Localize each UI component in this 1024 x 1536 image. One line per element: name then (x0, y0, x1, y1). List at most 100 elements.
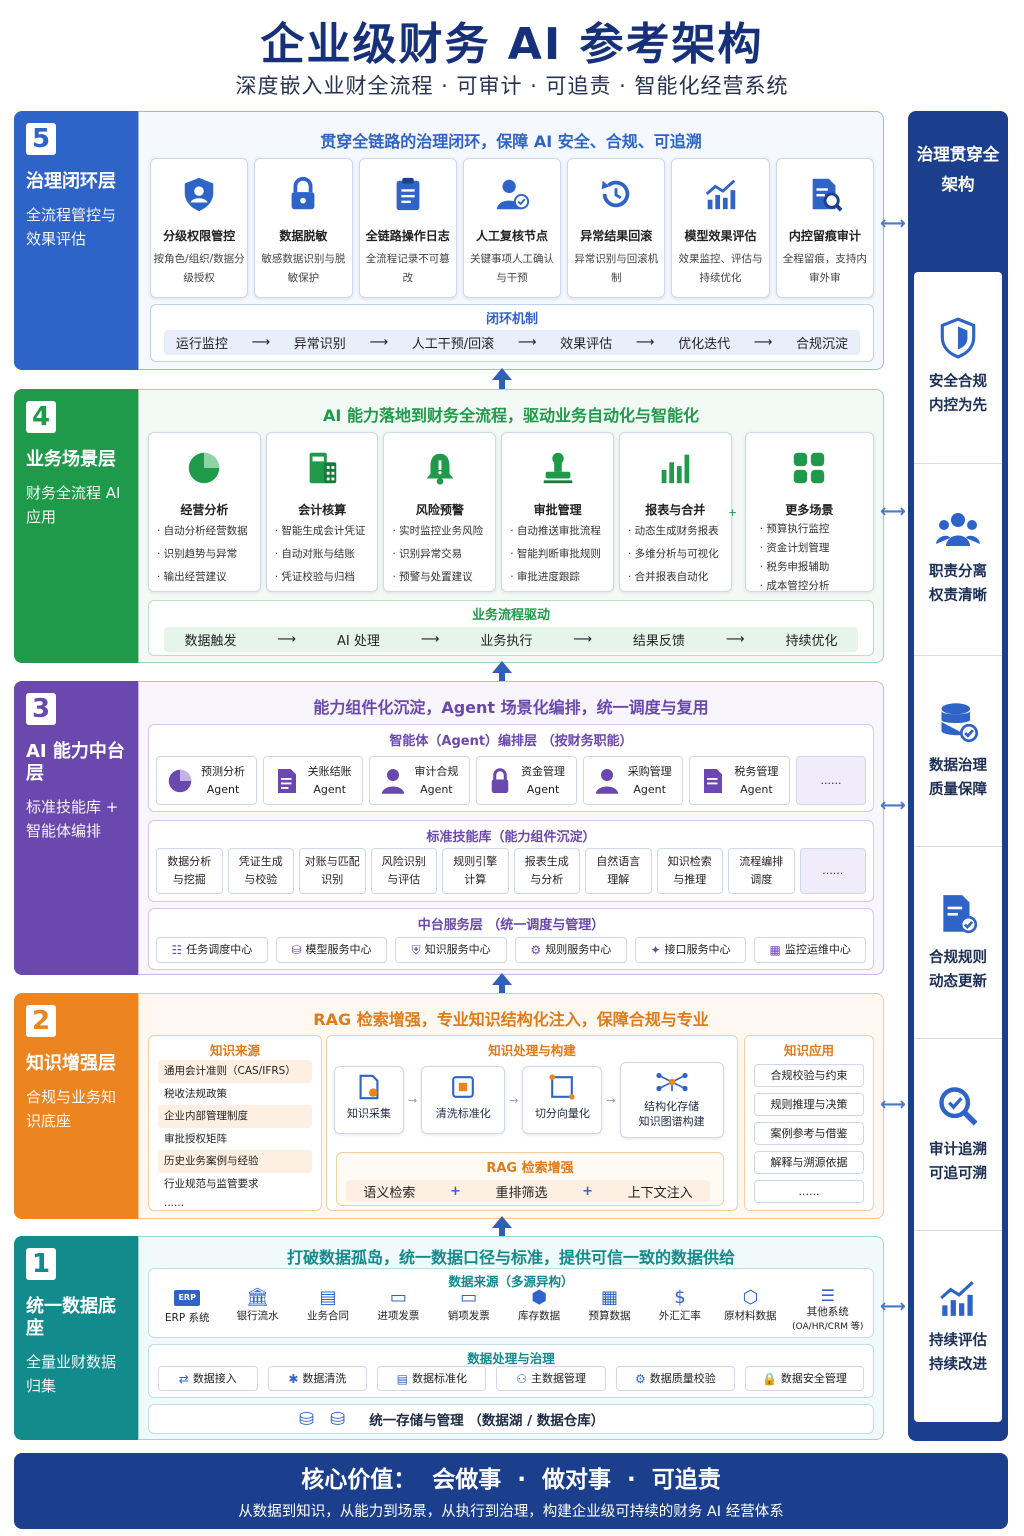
agent-suffix: Agent (740, 782, 773, 796)
source-label: 库存数据 (518, 1310, 561, 1322)
skill-item[interactable]: 自然语言理解 (585, 848, 652, 894)
skill-more[interactable]: ...... (799, 848, 866, 894)
app-item[interactable]: 解释与溯源依据 (754, 1151, 864, 1174)
scene-accounting[interactable]: 会计核算· 智能生成会计凭证· 自动对账与结账· 凭证校验与归档 (265, 432, 379, 592)
bullet: · 资金计划管理 (759, 542, 830, 554)
proc-label: 清洗标准化 (435, 1107, 491, 1120)
service-item[interactable]: ⚙规则服务中心 (515, 937, 627, 963)
proc-graph[interactable]: 结构化存储知识图谱构建 (619, 1062, 724, 1138)
quality-icon: ⚙ (634, 1371, 646, 1386)
double-arrow-icon: ⟷ (880, 1094, 906, 1115)
storage-box[interactable]: ⛁ ⛁ 统一存储与管理 （数据湖 / 数据仓库） (148, 1404, 874, 1434)
app-item[interactable]: 规则推理与决策 (754, 1093, 864, 1116)
service-item[interactable]: ▦监控运维中心 (754, 937, 867, 963)
source-bank[interactable]: 🏛银行流水 (222, 1288, 292, 1336)
scene-reports[interactable]: 报表与合并· 动态生成财务报表· 多维分析与可视化· 合并报表自动化 (618, 432, 732, 592)
lock-icon (292, 176, 315, 210)
service-item[interactable]: ⛨知识服务中心 (395, 937, 508, 963)
proc-item[interactable]: ⇄数据接入 (158, 1366, 258, 1391)
card-masking[interactable]: 数据脱敏敏感数据识别与脱敏保护 (254, 158, 353, 298)
proc-vector[interactable]: 切分向量化 (522, 1066, 603, 1134)
card-desc: 敏感数据识别与脱敏保护 (261, 253, 346, 284)
skill-item[interactable]: 规则引擎计算 (442, 848, 509, 894)
source-label: 银行流水 (236, 1310, 279, 1322)
card-title: 模型效果评估 (684, 229, 757, 243)
proc-item[interactable]: ✱数据清洗 (267, 1366, 368, 1391)
bullet: · 识别异常交易 (392, 548, 463, 560)
proc-item[interactable]: ⚇主数据管理 (496, 1366, 606, 1391)
bar-chart-icon (661, 454, 690, 484)
source-fx[interactable]: $外汇汇率 (645, 1288, 715, 1336)
standard-icon: ▤ (396, 1371, 408, 1386)
gov-label: 职责分离 (929, 564, 987, 581)
card-title: 人工复核节点 (475, 229, 548, 243)
box-icon: ⬢ (531, 1287, 547, 1308)
skill-l2: 与推理 (673, 873, 707, 886)
skill-item[interactable]: 报表生成与分析 (513, 848, 580, 894)
skill-item[interactable]: 流程编排调度 (728, 848, 795, 894)
proc-item[interactable]: ▤数据标准化 (377, 1366, 487, 1391)
clean-icon (452, 1076, 475, 1098)
source-budget[interactable]: ▦预算数据 (574, 1288, 644, 1336)
skill-item[interactable]: 凭证生成与校验 (227, 848, 294, 894)
gov-label: 持续评估 (929, 1332, 987, 1349)
skill-item[interactable]: 数据分析与挖掘 (156, 848, 223, 894)
rollback-icon (602, 180, 630, 208)
service-label: 规则服务中心 (545, 943, 612, 956)
card-oplog[interactable]: 全链路操作日志全流程记录不可篡改 (358, 158, 457, 298)
invoice-icon: ▭ (460, 1287, 478, 1308)
source-item: ...... (164, 1197, 185, 1209)
skill-item[interactable]: 对账与匹配识别 (299, 848, 366, 894)
business-flow: 数据触发⟶ AI 处理⟶ 业务执行⟶ 结果反馈⟶ 持续优化 (164, 627, 858, 652)
scene-analysis[interactable]: 经营分析· 自动分析经营数据· 识别趋势与异常· 输出经营建议 (148, 432, 261, 592)
card-evaluation[interactable]: 模型效果评估效果监控、评估与持续优化 (671, 158, 770, 298)
card-desc: 异常识别与回滚机制 (574, 253, 659, 284)
source-output-invoice[interactable]: ▭销项发票 (434, 1288, 504, 1336)
skill-l1: 自然语言 (596, 855, 641, 868)
proc-collect[interactable]: 知识采集 (334, 1066, 404, 1134)
user-check-icon (496, 179, 530, 210)
rules-icon: ⚙ (530, 943, 542, 957)
proc-clean[interactable]: 清洗标准化 (421, 1066, 506, 1134)
card-audit[interactable]: 内控留痕审计全程留痕，支持内审外审 (775, 158, 874, 298)
service-item[interactable]: ☷任务调度中心 (156, 937, 268, 963)
card-rollback[interactable]: 异常结果回滚异常识别与回滚机制 (567, 158, 666, 298)
card-permission[interactable]: 分级权限管控按角色/组织/数据分级授权 (150, 158, 249, 298)
service-item[interactable]: ⛁模型服务中心 (275, 937, 388, 963)
skill-item[interactable]: 风险识别与评估 (370, 848, 437, 894)
scene-approval[interactable]: 审批管理· 自动推送审批流程· 智能判断审批规则· 审批进度跟踪 (501, 432, 614, 592)
stamp-icon (543, 452, 572, 484)
source-other[interactable]: ☰其他系统(OA/HR/CRM 等) (786, 1288, 870, 1336)
proc-item[interactable]: ⚙数据质量校验 (615, 1366, 735, 1391)
app-item[interactable]: ...... (754, 1180, 864, 1203)
arrow-right-icon: → (606, 1093, 616, 1107)
proc-item[interactable]: 🔒数据安全管理 (744, 1366, 864, 1391)
source-input-invoice[interactable]: ▭进项发票 (363, 1288, 433, 1336)
flow-step: 数据触发 (184, 634, 237, 649)
app-item[interactable]: 案例参考与借鉴 (754, 1122, 864, 1145)
source-contract[interactable]: ▤业务合同 (293, 1288, 363, 1336)
knowledge-source-title: 知识来源 (209, 1043, 260, 1058)
skill-item[interactable]: 知识检索与推理 (656, 848, 723, 894)
service-item[interactable]: ✦接口服务中心 (634, 937, 747, 963)
app-item[interactable]: 合规校验与约束 (754, 1064, 864, 1087)
proc-label: 数据清洗 (302, 1371, 347, 1385)
source-inventory[interactable]: ⬢ 库存数据 (504, 1288, 574, 1336)
source-material[interactable]: ⬡原材料数据 (715, 1288, 785, 1336)
card-title: 审批管理 (533, 503, 582, 517)
bell-icon (426, 453, 454, 485)
card-title: 经营分析 (180, 503, 229, 517)
agent-more[interactable]: ...... (796, 756, 867, 805)
scene-more[interactable]: 更多场景· 预算执行监控· 资金计划管理· 税务申报辅助· 成本管控分析 (744, 432, 875, 592)
scene-risk[interactable]: 风险预警· 实时监控业务风险· 识别异常交易· 预警与处置建议 (383, 432, 497, 592)
card-review[interactable]: 人工复核节点关键事项人工确认与干预 (462, 158, 562, 298)
database-icon: ⛁ (330, 1408, 346, 1430)
gov-label-2: 质量保障 (929, 782, 987, 799)
